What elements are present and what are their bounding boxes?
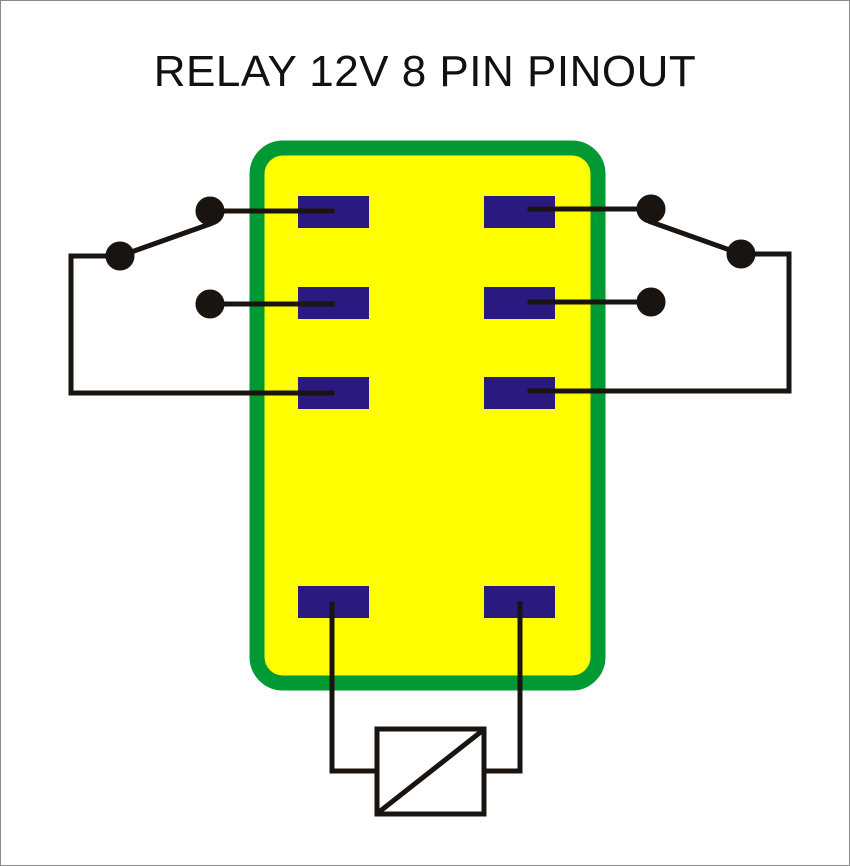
relay-body (249, 140, 606, 691)
switch-right-blade (647, 218, 745, 258)
wire-left-common (68, 253, 335, 396)
contact-right-common (726, 239, 756, 269)
contact-right-middle (636, 287, 666, 317)
pin-right-1 (484, 196, 555, 228)
switch-left-blade (116, 220, 214, 260)
relay-coil (329, 601, 523, 817)
diagram-title: RELAY 12V 8 PIN PINOUT (153, 47, 697, 96)
coil-diagonal (375, 727, 486, 816)
wire-coil-right (481, 601, 523, 774)
switch-left (68, 196, 335, 396)
contact-left-middle (195, 289, 225, 319)
wire-coil-left (329, 601, 380, 774)
switch-right (527, 194, 792, 394)
contact-left-common (105, 241, 135, 271)
contact-left-top (195, 196, 225, 226)
wire-right-common (527, 251, 792, 394)
contact-right-top (636, 194, 666, 224)
